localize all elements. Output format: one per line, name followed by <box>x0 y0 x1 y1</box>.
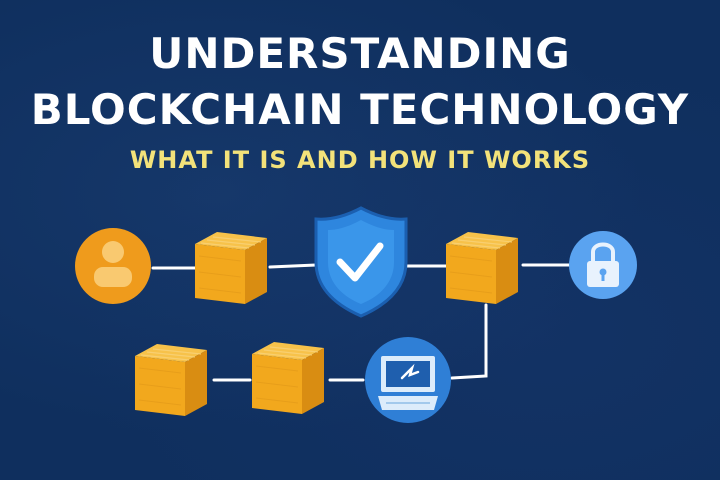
lock-icon <box>587 242 619 287</box>
user-icon <box>94 241 132 287</box>
computer-node <box>365 337 451 423</box>
cube-icon <box>445 231 519 305</box>
cube-icon <box>194 231 268 305</box>
connector-lines <box>151 263 571 382</box>
block-node-3 <box>251 341 325 415</box>
user-node <box>75 228 151 304</box>
computer-icon <box>378 356 438 410</box>
block-node-1 <box>194 231 268 305</box>
page-subtitle: WHAT IT IS AND HOW IT WORKS <box>129 146 591 174</box>
shield-node <box>314 206 408 318</box>
block-node-2 <box>445 231 519 305</box>
block-node-4 <box>134 343 208 417</box>
cube-icon <box>251 341 325 415</box>
page-title-line-1: UNDERSTANDING <box>149 29 571 78</box>
cube-icon <box>134 343 208 417</box>
page-title-line-2: BLOCKCHAIN TECHNOLOGY <box>30 85 690 134</box>
checkmark-icon <box>336 242 384 282</box>
lock-node <box>569 231 637 299</box>
